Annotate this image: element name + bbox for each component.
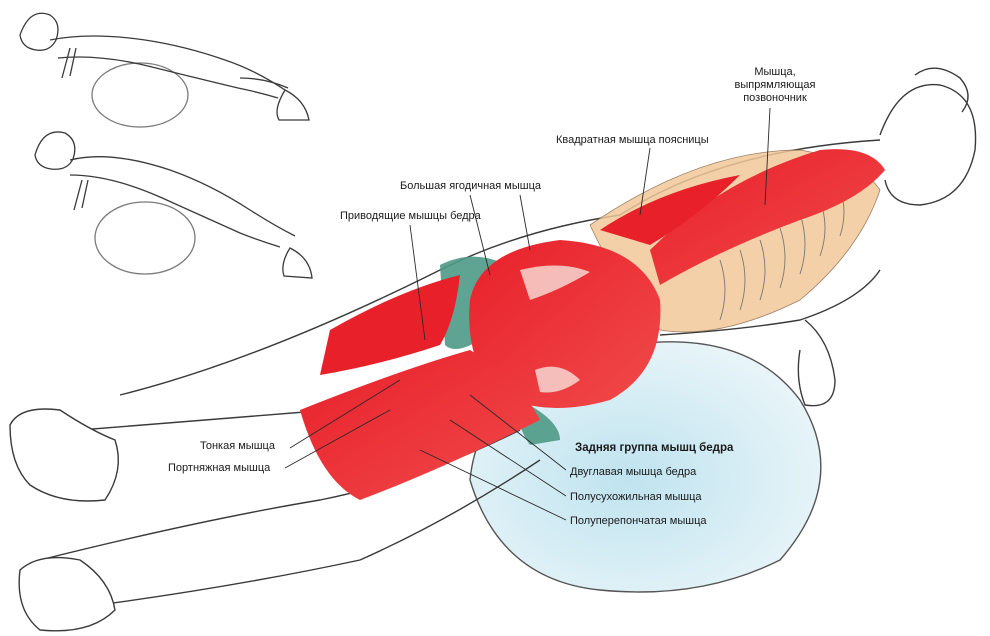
- label-semitendinosus: Полусухожильная мышца: [570, 491, 702, 503]
- body-outline: [9, 67, 977, 632]
- label-sartorius: Портняжная мышца: [168, 462, 271, 474]
- muscle-highlight-2: [535, 366, 580, 393]
- hamstring-muscles: [300, 350, 540, 500]
- label-semimembranosus: Полуперепончатая мышца: [570, 515, 707, 527]
- label-biceps-femoris: Двуглавая мышца бедра: [570, 466, 697, 478]
- label-quadratus-lumborum: Квадратная мышца поясницы: [556, 134, 709, 146]
- label-erector-line1: Мышца,: [754, 66, 796, 78]
- label-hamstrings-group: Задняя группа мышц бедра: [575, 442, 734, 454]
- quadratus-lumborum-muscle: [600, 175, 740, 245]
- adductor-muscles: [320, 275, 460, 375]
- label-erector-line3: позвоночник: [743, 92, 807, 104]
- label-gracilis: Тонкая мышца: [200, 440, 275, 452]
- label-adductors: Приводящие мышцы бедра: [340, 210, 481, 222]
- label-gluteus-maximus: Большая ягодичная мышца: [400, 180, 542, 192]
- exercise-step-illustration-2: [34, 131, 313, 279]
- leader-lines: [284, 107, 771, 521]
- muscle-highlight: [520, 265, 590, 300]
- muscles: [300, 149, 885, 500]
- exercise-step-illustration-1: [19, 12, 310, 128]
- label-erector-line2: выпрямляющая: [734, 79, 816, 91]
- erector-spinae-muscle: [650, 149, 885, 285]
- gluteus-maximus-muscle: [469, 240, 661, 408]
- label-erector-spinae: Мышца, выпрямляющая позвоночник: [720, 66, 830, 105]
